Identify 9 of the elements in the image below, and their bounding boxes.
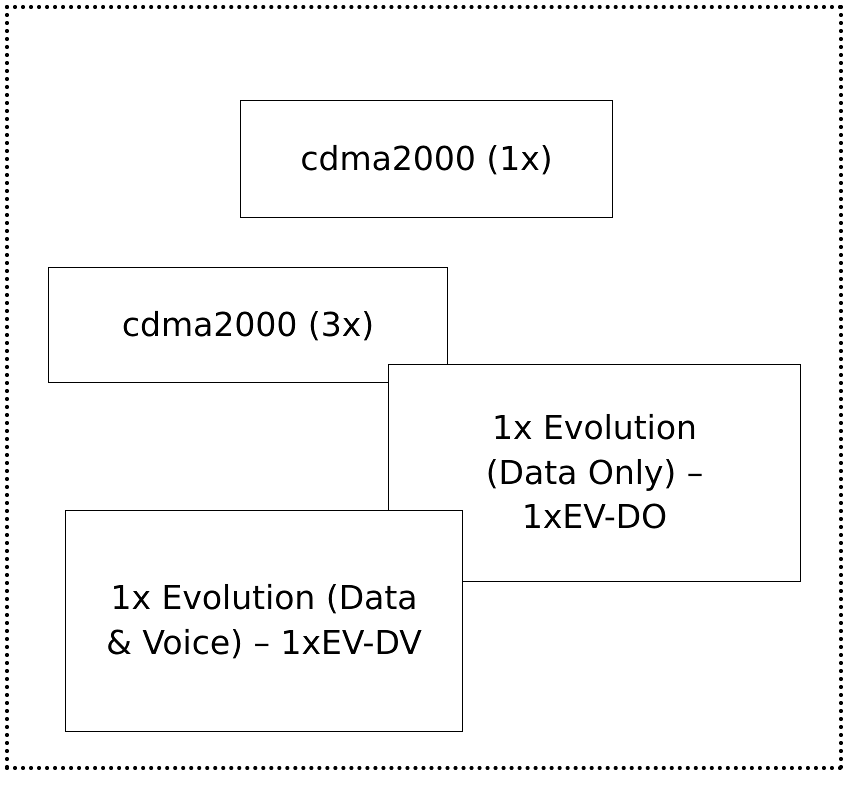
box-label: 1x Evolution (Data Only) – 1xEV-DO <box>484 407 704 538</box>
text-box <box>65 510 463 732</box>
text-box <box>388 364 801 582</box>
text-box <box>48 267 448 383</box>
text-box <box>240 100 613 218</box>
box-label: cdma2000 (3x) <box>122 304 374 346</box>
box-label: cdma2000 (1x) <box>300 138 553 180</box>
group-frame <box>5 5 843 770</box>
box-label: 1x Evolution (Data & Voice) – 1xEV-DV <box>105 577 423 664</box>
